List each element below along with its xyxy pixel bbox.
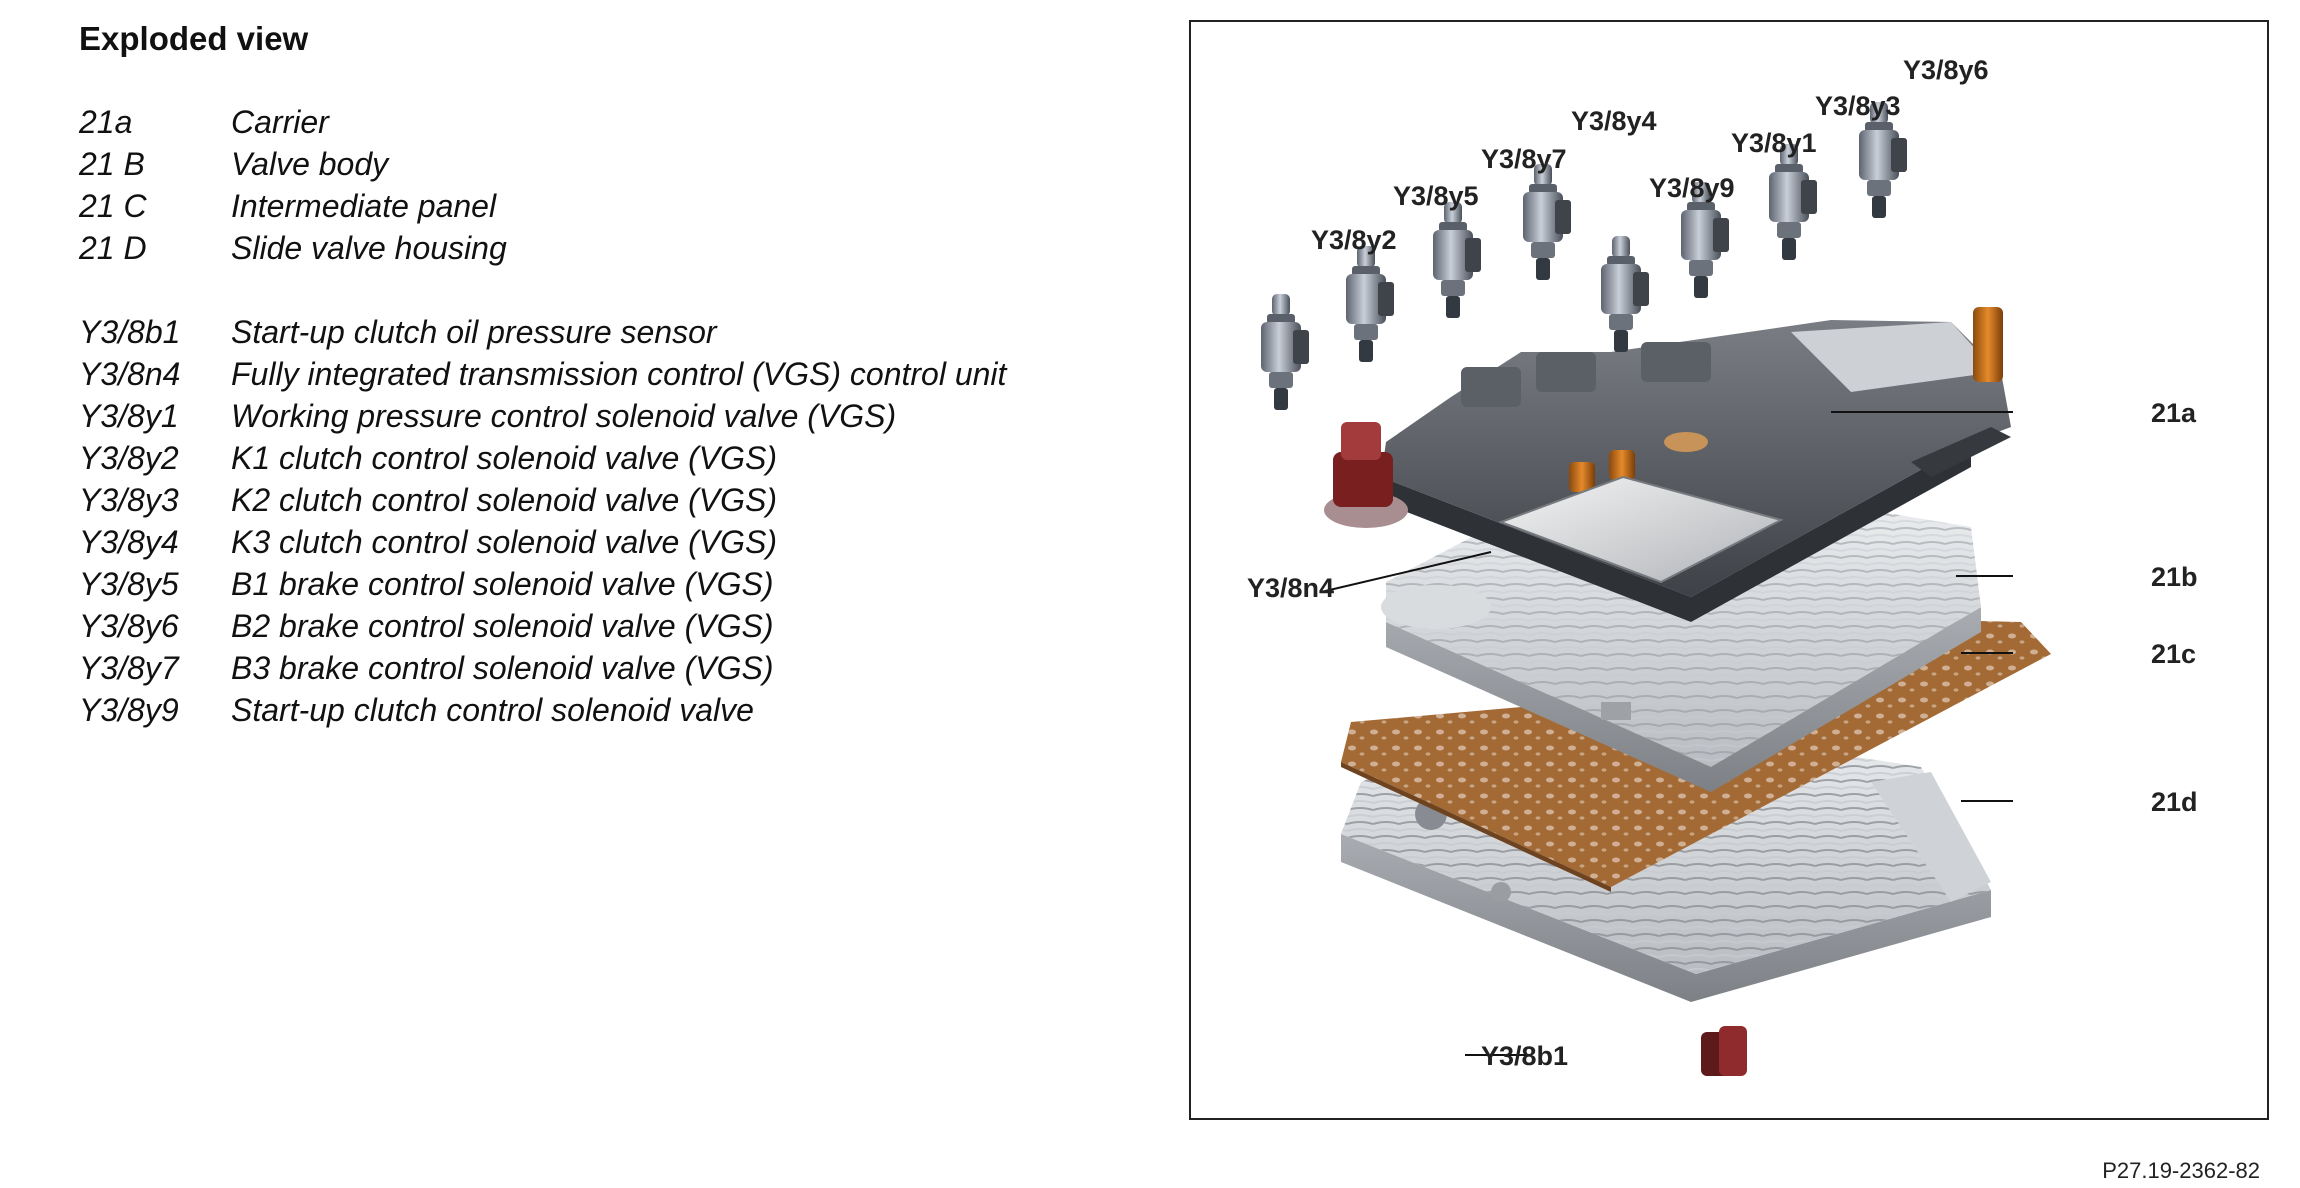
label-y2: Y3/8y2	[1311, 225, 1397, 255]
solenoid-y3	[1769, 144, 1817, 260]
legend-desc: Slide valve housing	[231, 230, 507, 266]
legend-code: 21 C	[79, 188, 147, 224]
legend-code: 21a	[79, 104, 133, 140]
legend-desc: B1 brake control solenoid valve (VGS)	[231, 566, 774, 602]
pressure-sensor	[1701, 1026, 1747, 1076]
solenoid-y2	[1261, 294, 1309, 410]
label-y5: Y3/8y5	[1393, 181, 1479, 211]
legend-desc: Carrier	[231, 104, 329, 140]
page-title: Exploded view	[79, 20, 309, 57]
legend-code: Y3/8y6	[79, 608, 179, 644]
legend-desc: Working pressure control solenoid valve …	[231, 398, 897, 434]
legend-code: Y3/8y5	[79, 566, 179, 602]
solenoid-y4	[1523, 164, 1571, 280]
label-n4: Y3/8n4	[1247, 573, 1334, 603]
label-y9: Y3/8y9	[1649, 173, 1735, 203]
legend-code: Y3/8y2	[79, 440, 179, 476]
label-y4: Y3/8y4	[1571, 106, 1657, 136]
legend-desc: Intermediate panel	[231, 188, 497, 224]
label-21a: 21a	[2151, 398, 2197, 428]
label-y3: Y3/8y3	[1815, 91, 1901, 121]
legend-desc: K2 clutch control solenoid valve (VGS)	[231, 482, 778, 518]
legend-code: Y3/8y7	[79, 650, 179, 686]
legend-code: Y3/8b1	[79, 314, 181, 350]
label-21c: 21c	[2151, 639, 2196, 669]
control-unit-plate	[1498, 475, 1784, 584]
solenoid-y9	[1601, 236, 1649, 352]
solenoid-y5	[1346, 246, 1394, 362]
label-y7: Y3/8y7	[1481, 144, 1567, 174]
label-y1: Y3/8y1	[1731, 128, 1817, 158]
leader-lines	[1320, 411, 2013, 1056]
label-y6: Y3/8y6	[1903, 55, 1989, 85]
legend-desc: K1 clutch control solenoid valve (VGS)	[231, 440, 778, 476]
label-21b: 21b	[2151, 562, 2198, 592]
solenoid-y7	[1433, 202, 1481, 318]
legend-code: Y3/8y1	[79, 398, 179, 434]
legend-desc: Fully integrated transmission control (V…	[231, 356, 1007, 392]
exploded-diagram: Y3/8y2 Y3/8y5 Y3/8y7 Y3/8y4 Y3/8y9 Y3/8y…	[1247, 55, 2198, 1076]
legend-desc: Valve body	[231, 146, 389, 182]
legend-desc: Start-up clutch control solenoid valve	[231, 692, 754, 728]
label-b1: Y3/8b1	[1481, 1041, 1568, 1071]
legend-desc: B3 brake control solenoid valve (VGS)	[231, 650, 774, 686]
legend-code: Y3/8y9	[79, 692, 179, 728]
legend-desc: Start-up clutch oil pressure sensor	[231, 314, 717, 350]
legend-code: 21 B	[79, 146, 145, 182]
legend-code: 21 D	[79, 230, 147, 266]
legend-code: Y3/8n4	[79, 356, 181, 392]
legend-desc: B2 brake control solenoid valve (VGS)	[231, 608, 774, 644]
label-21d: 21d	[2151, 787, 2198, 817]
figure-number: P27.19-2362-82	[2102, 1158, 2260, 1183]
legend-desc: K3 clutch control solenoid valve (VGS)	[231, 524, 778, 560]
diagram-frame: Y3/8y2 Y3/8y5 Y3/8y7 Y3/8y4 Y3/8y9 Y3/8y…	[1189, 20, 2269, 1120]
legend-code: Y3/8y3	[79, 482, 179, 518]
legend-code: Y3/8y4	[79, 524, 179, 560]
